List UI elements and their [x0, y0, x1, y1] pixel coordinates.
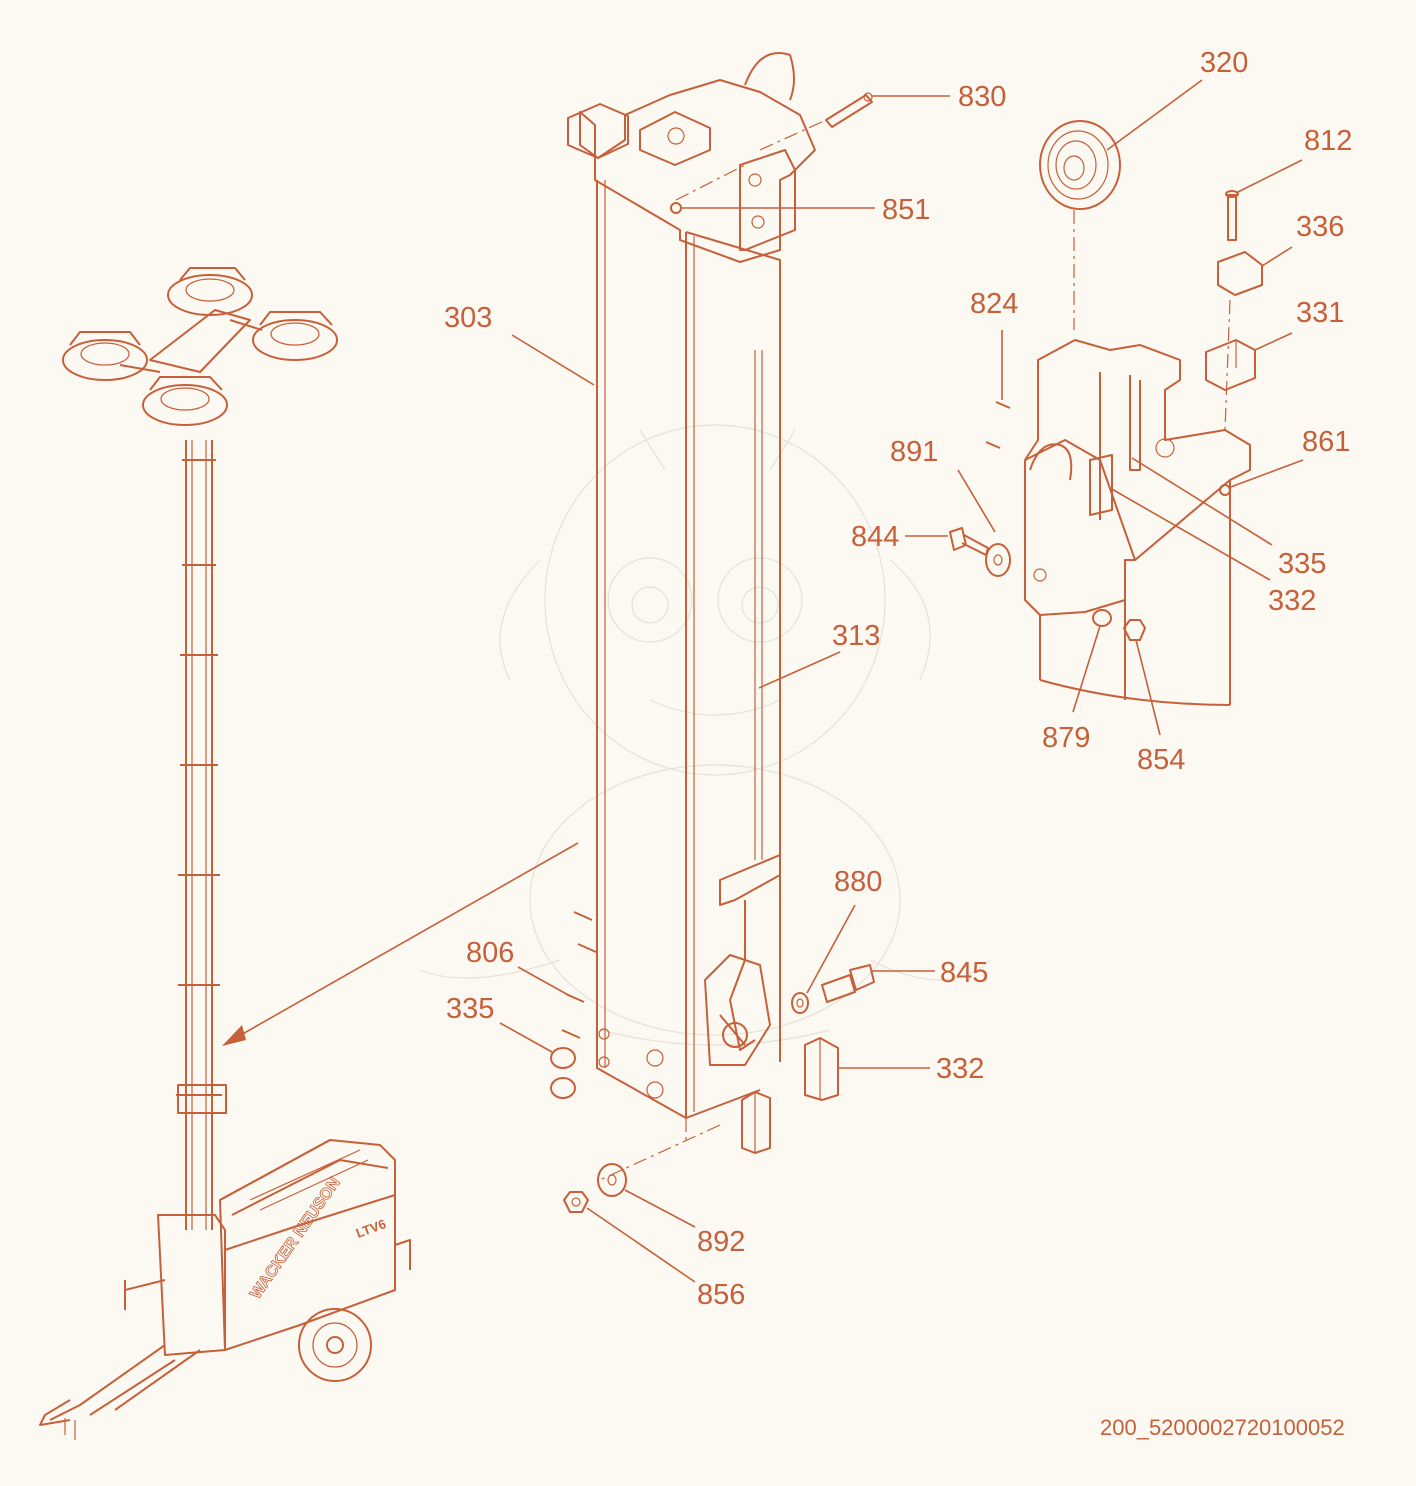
part-331-block: [1205, 339, 1256, 391]
part-320-pulley: [1039, 120, 1121, 210]
lamp-head: [252, 311, 338, 361]
part-856-nut: [563, 1191, 589, 1213]
part-891-washer: [985, 543, 1011, 577]
part-880-washer: [791, 992, 809, 1014]
part-332-block: [804, 1037, 839, 1101]
callout-812: 812: [1304, 125, 1352, 157]
callout-332-lower: 332: [936, 1053, 984, 1085]
callout-335-lower: 335: [446, 993, 494, 1025]
callout-891: 891: [890, 436, 938, 468]
upper-bracket-assembly: [1024, 339, 1251, 706]
lamp-head: [62, 331, 148, 381]
part-861-fastener: [1219, 484, 1231, 496]
part-824-screws: [985, 401, 1011, 449]
model-badge: LTV6: [354, 1216, 388, 1241]
callout-879: 879: [1042, 722, 1090, 754]
callout-830: 830: [958, 81, 1006, 113]
callout-892: 892: [697, 1226, 745, 1258]
centerline-top: [675, 119, 827, 201]
callout-336: 336: [1296, 211, 1344, 243]
callout-824: 824: [970, 288, 1018, 320]
part-806-screws: [561, 911, 597, 1039]
part-844-bolt: [949, 527, 989, 556]
callout-851: 851: [882, 194, 930, 226]
callout-806: 806: [466, 937, 514, 969]
centerline-right: [1224, 299, 1231, 431]
callout-854: 854: [1137, 744, 1185, 776]
leader-lines: [499, 79, 1304, 1283]
part-830-pin: [825, 92, 873, 128]
part-845-bolt: [821, 964, 875, 1003]
light-tower-overview: WACKER NEUSON LTV6: [39, 267, 411, 1440]
callout-861: 861: [1302, 426, 1350, 458]
part-892-washer: [597, 1163, 627, 1197]
callout-320: 320: [1200, 47, 1248, 79]
part-332-block-lower: [741, 1091, 771, 1154]
callout-331: 331: [1296, 297, 1344, 329]
part-851-fastener: [670, 202, 682, 214]
callout-335-upper: 335: [1278, 548, 1326, 580]
callout-845: 845: [940, 957, 988, 989]
callout-313: 313: [832, 620, 880, 652]
lamp-head: [167, 267, 253, 316]
callout-332-upper: 332: [1268, 585, 1316, 617]
centerline-lower: [599, 1118, 721, 1181]
location-arrow: [222, 842, 579, 1046]
part-879-washer: [1092, 609, 1112, 627]
lamp-head: [142, 376, 228, 426]
callout-880: 880: [834, 866, 882, 898]
part-335-plugs: [550, 1047, 576, 1099]
mast-section-303: [567, 52, 816, 1119]
part-812-bolt: [1225, 190, 1239, 241]
callout-844: 844: [851, 521, 899, 553]
part-854-nut: [1123, 619, 1146, 641]
callout-856: 856: [697, 1279, 745, 1311]
watermark-mascot-figure: [419, 424, 991, 1046]
callout-labels: 830 851 303 313 880 806 335 845 332 892 …: [444, 47, 1352, 1311]
document-id: 200_5200002720100052: [1100, 1415, 1345, 1440]
part-336-plate: [1217, 251, 1263, 296]
callout-303: 303: [444, 302, 492, 334]
